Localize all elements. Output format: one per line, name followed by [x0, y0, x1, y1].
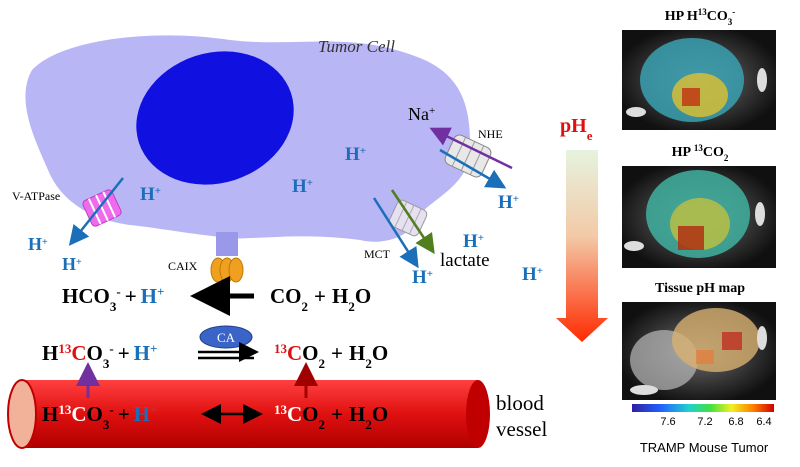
mct-transporter: [372, 189, 435, 269]
intracellular-protons: H+ H+ H+ H+: [140, 144, 484, 252]
panel-1-title: HP H13CO3-: [665, 7, 736, 27]
proton-4: H+: [463, 231, 484, 252]
v-atpase-label: V-ATPase: [12, 189, 60, 203]
extracellular-proton: H+: [522, 264, 543, 285]
ca-enzyme-label: CA: [217, 330, 236, 345]
caix-label: CAIX: [168, 259, 198, 273]
colorbar-tick-1: 7.6: [660, 416, 675, 428]
panel-tissue-ph: Tissue pH map: [622, 281, 776, 400]
colorbar-tick-2: 7.2: [697, 416, 712, 428]
mct-proton: H+: [412, 267, 433, 288]
caix-enzyme: [210, 232, 244, 283]
vatp-proton-1: H+: [28, 234, 48, 254]
proton-3: H+: [140, 184, 161, 205]
colorbar-caption: TRAMP Mouse Tumor: [640, 440, 769, 455]
vessel-label-line1: blood: [496, 391, 544, 415]
co2-water: CO2+H2O: [270, 284, 371, 314]
colorbar: 7.6 7.2 6.8 6.4 TRAMP Mouse Tumor: [632, 404, 774, 455]
reaction-vessel: H13CO3-+H+ 13CO2+H2O: [42, 402, 388, 432]
phe-label: pHe: [560, 115, 593, 143]
panel-3-title: Tissue pH map: [655, 281, 745, 296]
colorbar-tick-3: 6.8: [728, 416, 743, 428]
mct-label: MCT: [364, 247, 391, 261]
v-atpase-protons: H+ H+: [28, 234, 82, 274]
reaction-hp: H13CO3-+H+ CA 13CO2+H2O: [42, 325, 388, 371]
proton-1: H+: [345, 144, 366, 165]
hp-bicarbonate: H13CO3-+H+: [42, 341, 157, 371]
reaction-top: HCO3-+H+ CO2+H2O: [62, 276, 371, 316]
lactate-label: lactate: [440, 250, 490, 271]
nucleus: [136, 51, 294, 185]
bicarbonate: HCO3-+H+: [62, 284, 164, 314]
nhe-transporter: [429, 127, 513, 189]
panel-hp-co2: HP 13CO2: [622, 143, 776, 268]
vatp-proton-2: H+: [62, 254, 82, 274]
vessel-co2-water: 13CO2+H2O: [274, 402, 388, 432]
vessel-bicarbonate: H13CO3-+H+: [42, 402, 157, 432]
nhe-proton: H+: [498, 192, 519, 213]
nhe-label: NHE: [478, 127, 503, 141]
v-atpase-transporter: [68, 177, 124, 246]
proton-2: H+: [292, 176, 313, 197]
cell-label: Tumor Cell: [318, 37, 395, 56]
panel-hp-bicarbonate: HP H13CO3-: [622, 7, 776, 130]
phe-gradient-arrow: [556, 150, 608, 342]
sodium-ion: Na+: [408, 104, 435, 124]
vessel-label-line2: vessel: [496, 417, 547, 441]
colorbar-tick-4: 6.4: [756, 416, 771, 428]
hp-co2-water: 13CO2+H2O: [274, 341, 388, 371]
panel-2-title: HP 13CO2: [672, 143, 729, 163]
